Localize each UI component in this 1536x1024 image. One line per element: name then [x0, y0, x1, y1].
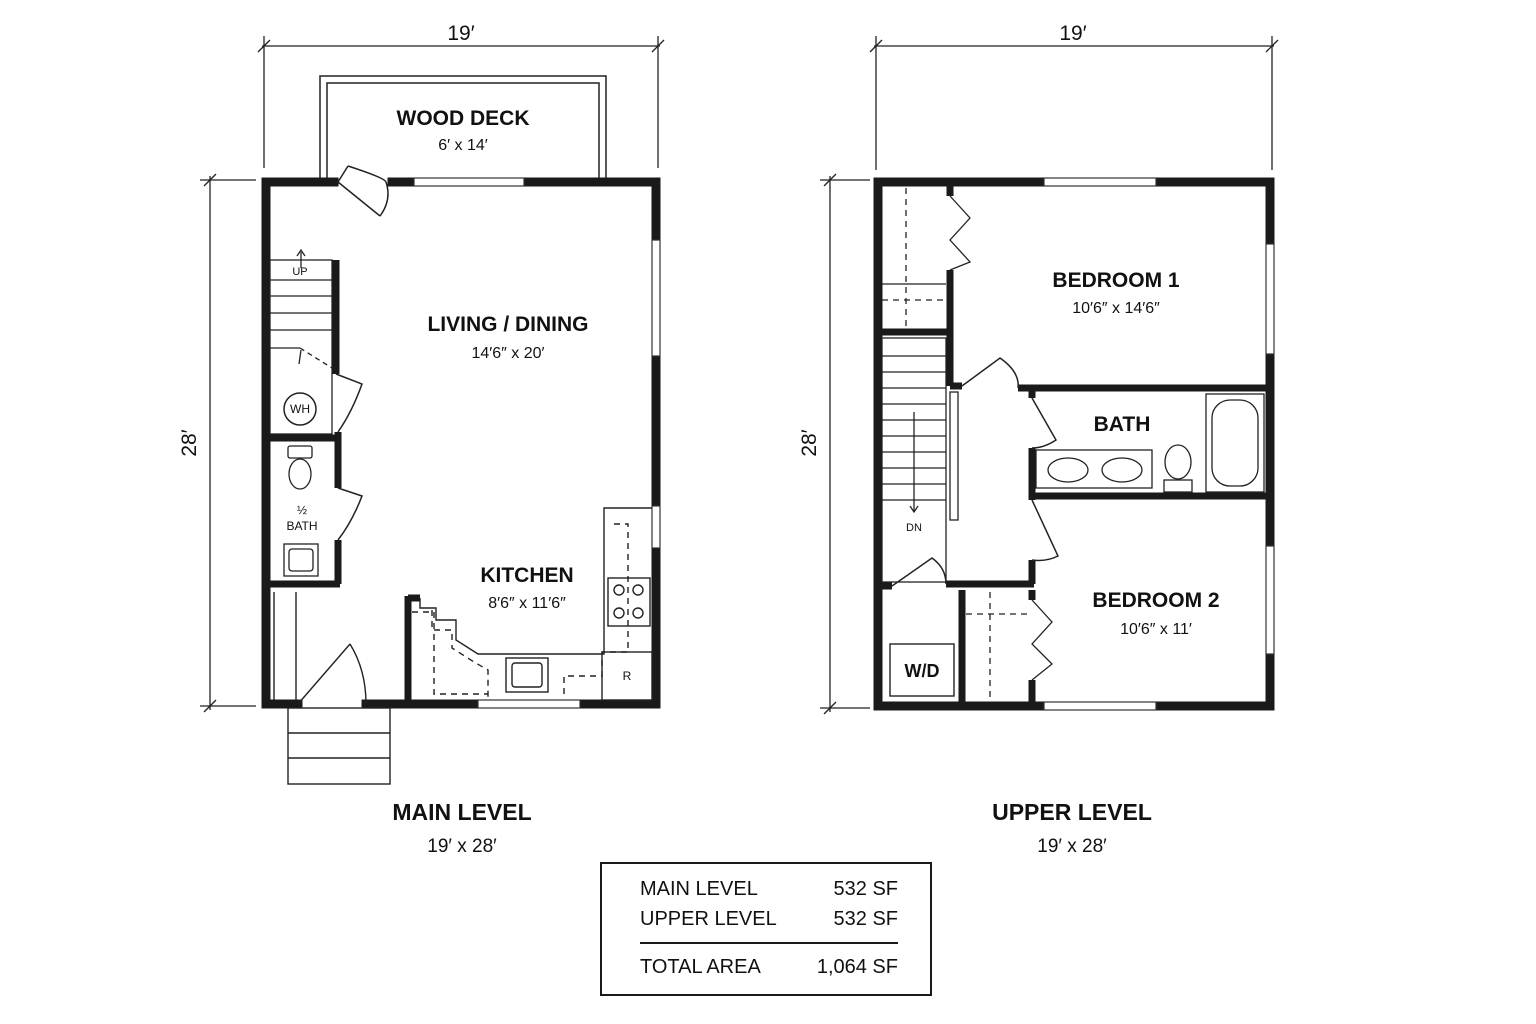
upper-exterior-walls: [873, 177, 1275, 711]
upper-level-title: UPPER LEVEL: [992, 799, 1152, 825]
living-dining-name: LIVING / DINING: [427, 313, 588, 336]
main-depth-label: 28′: [178, 429, 201, 456]
upper-windows: [1043, 177, 1275, 711]
bedroom2-name: BEDROOM 2: [1092, 589, 1219, 612]
main-interior-doors: [335, 373, 363, 541]
kitchen-name: KITCHEN: [480, 564, 573, 587]
deck-door: [337, 165, 389, 217]
wood-deck: [319, 75, 607, 180]
main-entry: [273, 592, 367, 705]
deck-size: 6′ x 14′: [438, 137, 488, 154]
upper-level-size: 19′ x 28′: [1037, 836, 1107, 857]
bath-name: BATH: [1094, 413, 1151, 436]
upper-bath-fixtures: [1035, 393, 1265, 493]
main-stair: [269, 248, 333, 435]
area-total-value: 1,064 SF: [816, 956, 898, 978]
upper-stair: [881, 337, 959, 583]
upper-linen-closet: [882, 188, 972, 326]
bedroom2-closet: [966, 592, 1053, 700]
kitchen-counters: [412, 507, 653, 701]
upper-interior-walls: [878, 182, 1270, 706]
water-heater-icon: [283, 392, 317, 426]
main-width-dimension: [257, 36, 665, 168]
bedroom1-size: 10′6″ x 14′6″: [1072, 300, 1160, 317]
bedroom1-name: BEDROOM 1: [1052, 269, 1180, 292]
stair-down-label: DN: [906, 522, 922, 534]
washer-dryer-icon: [889, 643, 955, 697]
main-depth-dimension: [200, 173, 256, 713]
bedroom2-size: 10′6″ x 11′: [1120, 621, 1192, 638]
area-row-main-label: MAIN LEVEL: [640, 878, 758, 900]
toilet-icon: [287, 445, 313, 490]
upper-level-plan: 19′ 28′: [798, 22, 1279, 857]
upper-width-dimension: [869, 36, 1279, 170]
living-dining-size: 14′6″ x 20′: [471, 345, 544, 362]
upper-interior-doors: [891, 357, 1059, 587]
washer-dryer-label: W/D: [905, 661, 940, 681]
area-row-upper: UPPER LEVEL 532 SF: [640, 908, 898, 931]
bath-sink-icon: [283, 543, 319, 577]
main-interior-walls: [266, 260, 420, 704]
area-row-upper-value: 532 SF: [833, 908, 898, 930]
main-windows: [413, 177, 661, 709]
upper-width-label: 19′: [1059, 22, 1086, 45]
main-level-size: 19′ x 28′: [427, 836, 497, 857]
water-heater-label: WH: [290, 402, 310, 416]
entry-steps: [287, 707, 391, 785]
area-table-divider: [640, 942, 898, 944]
main-exterior-walls: [261, 177, 661, 709]
refrigerator-label: R: [623, 669, 632, 683]
area-row-total: TOTAL AREA 1,064 SF: [640, 956, 898, 979]
half-bath-name: BATH: [286, 519, 317, 533]
area-row-main-value: 532 SF: [833, 878, 898, 900]
area-total-label: TOTAL AREA: [640, 956, 761, 978]
kitchen-size: 8′6″ x 11′6″: [488, 595, 566, 612]
half-bath-fraction: ½: [297, 503, 307, 517]
area-row-upper-label: UPPER LEVEL: [640, 908, 777, 930]
main-width-label: 19′: [447, 22, 474, 45]
deck-name: WOOD DECK: [397, 107, 530, 130]
main-level-plan: 19′ 28′ WOOD DECK 6′ x 14′: [178, 22, 665, 857]
upper-depth-dimension: [820, 173, 870, 715]
upper-depth-label: 28′: [798, 429, 821, 456]
stair-up-label: UP: [292, 266, 307, 278]
area-summary-table: MAIN LEVEL 532 SF UPPER LEVEL 532 SF TOT…: [600, 862, 932, 996]
area-row-main: MAIN LEVEL 532 SF: [640, 878, 898, 901]
main-level-title: MAIN LEVEL: [392, 799, 531, 825]
